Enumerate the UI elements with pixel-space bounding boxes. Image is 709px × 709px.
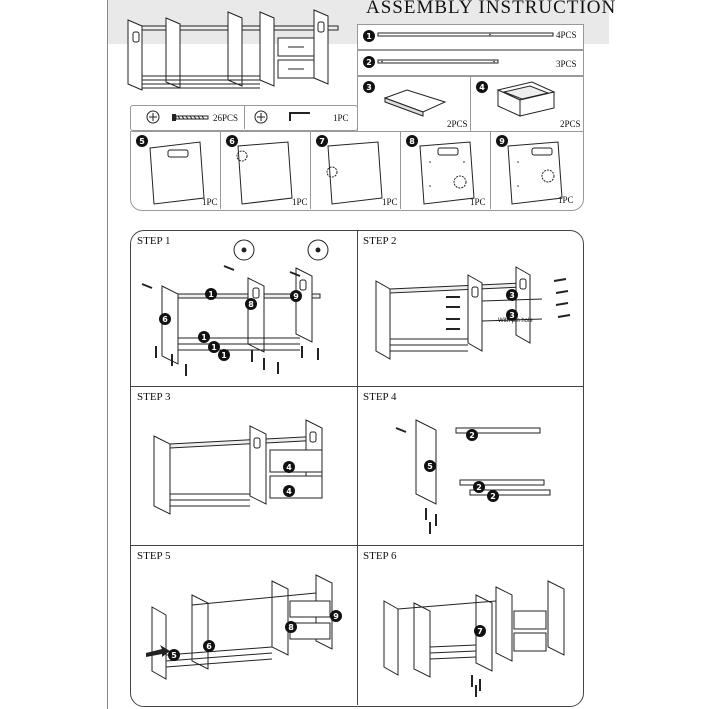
part-8-number: 8 xyxy=(406,135,418,147)
step-5-illustration xyxy=(146,575,340,690)
part-5-number: 5 xyxy=(136,135,148,147)
rail-icon xyxy=(378,59,498,65)
step-6-label: STEP 6 xyxy=(363,550,397,562)
divider-panel-icon xyxy=(238,142,292,204)
screw-qty: 26PCS xyxy=(213,113,239,123)
part-2-number: 2 xyxy=(363,56,375,68)
part-1-number: 1 xyxy=(363,30,375,42)
part-3-qty: 2PCS xyxy=(447,119,468,129)
part-9-number: 9 xyxy=(496,135,508,147)
part-3-number: 3 xyxy=(363,81,375,93)
screw-head-icon-2 xyxy=(254,110,268,124)
hex-wrench-icon xyxy=(288,111,312,123)
part-1-box xyxy=(357,24,584,50)
part-1-qty: 4PCS xyxy=(556,30,577,40)
part-7-number: 7 xyxy=(316,135,328,147)
part-2-qty: 3PCS xyxy=(556,59,577,69)
step-3-label: STEP 3 xyxy=(137,391,171,403)
page-margin-line xyxy=(107,0,108,709)
drawer-panel-icon-2 xyxy=(508,142,562,204)
rod-icon xyxy=(378,32,553,38)
part-4-qty: 2PCS xyxy=(560,119,581,129)
side-panel-icon xyxy=(150,142,204,204)
screw-head-icon xyxy=(146,110,160,124)
divider-panel-icon-2 xyxy=(328,142,382,204)
pin-hole-note: With pin hole xyxy=(498,318,533,324)
step-2-label: STEP 2 xyxy=(363,235,397,247)
wrench-qty: 1PC xyxy=(333,113,349,123)
screw-icon xyxy=(172,114,210,121)
part-8-qty: 1PC xyxy=(470,197,486,207)
drawer-panel-icon xyxy=(420,142,474,204)
step-2-illustration xyxy=(372,255,577,380)
step-6-illustration xyxy=(380,575,570,700)
hardware-divider xyxy=(244,105,245,129)
part-5-qty: 1PC xyxy=(202,197,218,207)
part-6-qty: 1PC xyxy=(292,197,308,207)
step-5-label: STEP 5 xyxy=(137,550,171,562)
page-title: ASSEMBLY INSTRUCTION xyxy=(366,0,617,18)
part-4-number: 4 xyxy=(476,81,488,93)
drawer-icon xyxy=(498,82,554,116)
step-1-label: STEP 1 xyxy=(137,235,171,247)
assembled-organizer-illustration xyxy=(128,10,348,96)
part-9-qty: 1PC xyxy=(558,195,574,205)
step-4-label: STEP 4 xyxy=(363,391,397,403)
part-7-qty: 1PC xyxy=(382,197,398,207)
step-3-illustration xyxy=(150,420,335,525)
step-1-illustration xyxy=(140,238,340,383)
shelf-panel-icon xyxy=(385,90,445,116)
part-6-number: 6 xyxy=(226,135,238,147)
